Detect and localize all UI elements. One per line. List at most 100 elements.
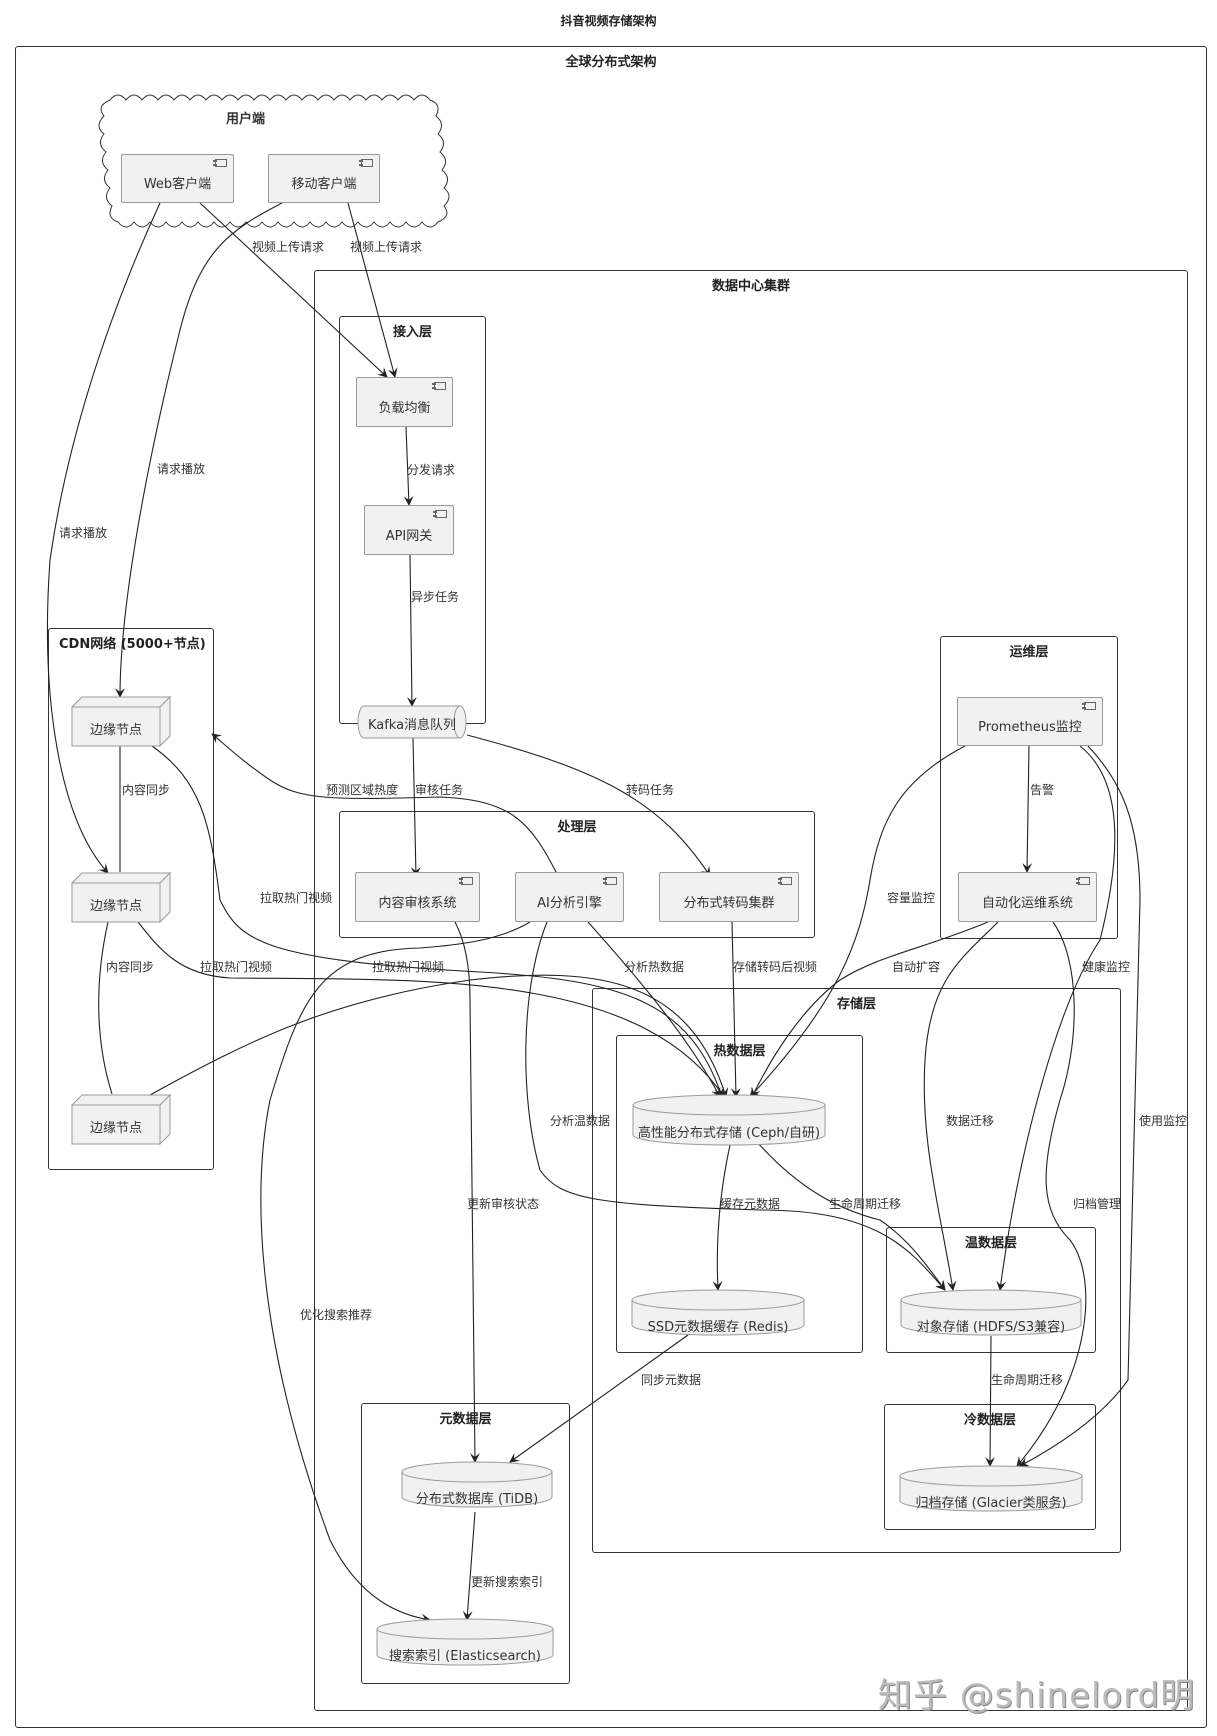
edge-node-3[interactable]: 边缘节点 (89, 1121, 142, 1136)
redis-cache[interactable]: SSD元数据缓存 (Redis) (647, 1320, 789, 1335)
archive-cylinder (899, 1465, 1083, 1512)
hot-data-title: 热数据层 (713, 1044, 766, 1059)
edge-optimize-search (260, 921, 531, 1624)
label-cache-metadata: 缓存元数据 (720, 1197, 781, 1211)
edge-node-1[interactable]: 边缘节点 (89, 723, 142, 738)
elasticsearch-cylinder (376, 1618, 554, 1666)
diagram-title: 抖音视频存储架构 (560, 14, 657, 28)
component-icon (1082, 702, 1096, 710)
label-sync-metadata: 同步元数据 (641, 1373, 702, 1387)
processing-layer-title: 处理层 (557, 820, 597, 835)
label-lifecycle-2: 生命周期迁移 (991, 1373, 1064, 1387)
kafka-queue-shape (357, 705, 467, 739)
edge-dispatch (403, 426, 414, 506)
edge-sync-metadata (509, 1334, 689, 1463)
component-icon (432, 382, 446, 390)
cdn-edge-nodes (70, 695, 172, 1146)
ceph-storage[interactable]: 高性能分布式存储 (Ceph/自研) (637, 1126, 821, 1141)
edge-predict-heat (211, 733, 559, 877)
edge-node-2-shape (70, 871, 172, 924)
ai-engine-node[interactable]: AI分析引擎 (515, 872, 624, 922)
component-icon (213, 159, 227, 167)
auto-ops-node[interactable]: 自动化运维系统 (958, 872, 1097, 922)
archive-storage[interactable]: 归档存储 (Glacier类服务) (915, 1496, 1067, 1511)
edge-update-review (454, 921, 480, 1463)
cdn-frame: CDN网络 (5000+节点) (48, 628, 214, 1170)
label-upload-mobile: 视频上传请求 (350, 240, 423, 254)
load-balancer-node[interactable]: 负载均衡 (356, 377, 453, 427)
edge-pull-hot-1 (151, 745, 724, 1098)
access-layer-title: 接入层 (392, 325, 432, 340)
label-archive-mgmt: 归档管理 (1073, 1197, 1122, 1211)
edge-cache-metadata (712, 1144, 731, 1291)
api-gateway-node[interactable]: API网关 (364, 505, 454, 555)
processing-layer-frame: 处理层 (339, 811, 815, 938)
global-architecture-title: 全球分布式架构 (565, 55, 657, 70)
metadata-layer-title: 元数据层 (439, 1412, 492, 1427)
label-pull-hot-3: 拉取热门视频 (372, 960, 445, 974)
label-usage-monitor: 使用监控 (1139, 1114, 1188, 1128)
warm-data-title: 温数据层 (964, 1236, 1017, 1251)
label-health-monitor: 健康监控 (1082, 960, 1131, 974)
transcode-cluster-node[interactable]: 分布式转码集群 (659, 872, 799, 922)
mobile-client-node[interactable]: 移动客户端 (268, 154, 380, 203)
label-capacity-monitor: 容量监控 (887, 891, 936, 905)
storage-layer-frame: 存储层 (592, 988, 1121, 1553)
component-icon (359, 159, 373, 167)
edge-web-upload (199, 202, 388, 378)
redis-cylinder (631, 1289, 805, 1336)
component-icon (459, 877, 473, 885)
label-data-migration: 数据迁移 (946, 1114, 995, 1128)
edge-auto-scale (751, 921, 989, 1098)
elasticsearch-index[interactable]: 搜索索引 (Elasticsearch) (389, 1649, 541, 1664)
label-predict-heat: 预测区域热度 (326, 783, 399, 797)
object-storage-cylinder (900, 1289, 1082, 1336)
edge-usage-monitor (1019, 745, 1141, 1467)
kafka-queue-label[interactable]: Kafka消息队列 (367, 718, 457, 733)
label-update-index: 更新搜索索引 (471, 1575, 544, 1589)
cdn-title: CDN网络 (5000+节点) (59, 637, 206, 652)
label-content-sync-2: 内容同步 (106, 960, 155, 974)
user-side-title: 用户端 (226, 112, 266, 127)
edge-lifecycle-2 (985, 1335, 996, 1467)
edge-mobile-upload (347, 202, 398, 378)
edge-web-play (46, 202, 161, 874)
edges (46, 202, 1141, 1624)
object-storage[interactable]: 对象存储 (HDFS/S3兼容) (916, 1320, 1066, 1335)
load-balancer-label: 负载均衡 (378, 400, 431, 416)
tidb-database[interactable]: 分布式数据库 (TiDB) (415, 1492, 539, 1507)
component-icon (778, 877, 792, 885)
label-dispatch: 分发请求 (407, 463, 456, 477)
label-analyze-hot: 分析热数据 (624, 960, 685, 974)
edge-store-transcoded (730, 921, 741, 1098)
edge-review-task (410, 737, 421, 877)
edge-alert (1022, 745, 1033, 873)
label-update-review: 更新审核状态 (467, 1197, 540, 1211)
mobile-client-label: 移动客户端 (291, 177, 357, 192)
datacenter-frame: 数据中心集群 (314, 270, 1188, 1711)
label-lifecycle-1: 生命周期迁移 (829, 1197, 902, 1211)
web-client-node[interactable]: Web客户端 (121, 154, 234, 203)
prometheus-node[interactable]: Prometheus监控 (957, 697, 1103, 746)
edge-lifecycle-1 (756, 1141, 946, 1291)
label-review-task: 审核任务 (415, 783, 464, 797)
content-review-node[interactable]: 内容审核系统 (355, 872, 480, 922)
edge-node-2[interactable]: 边缘节点 (89, 899, 142, 914)
edge-data-migration (923, 921, 999, 1291)
tidb-cylinder (401, 1461, 553, 1508)
label-upload-web: 视频上传请求 (252, 240, 325, 254)
label-content-sync-1: 内容同步 (122, 783, 171, 797)
label-auto-scale: 自动扩容 (892, 960, 941, 974)
label-optimize-search: 优化搜索推荐 (300, 1308, 373, 1322)
database-cylinders (376, 1094, 1083, 1666)
auto-ops-label: 自动化运维系统 (981, 895, 1073, 911)
prometheus-label: Prometheus监控 (978, 720, 1082, 735)
label-pull-hot-2: 拉取热门视频 (200, 960, 273, 974)
label-pull-hot-1: 拉取热门视频 (260, 891, 333, 905)
component-icon (603, 877, 617, 885)
edge-node-1-shape (70, 695, 172, 748)
transcode-cluster-label: 分布式转码集群 (683, 895, 775, 911)
edge-update-index (462, 1511, 476, 1621)
component-icon (433, 510, 447, 518)
